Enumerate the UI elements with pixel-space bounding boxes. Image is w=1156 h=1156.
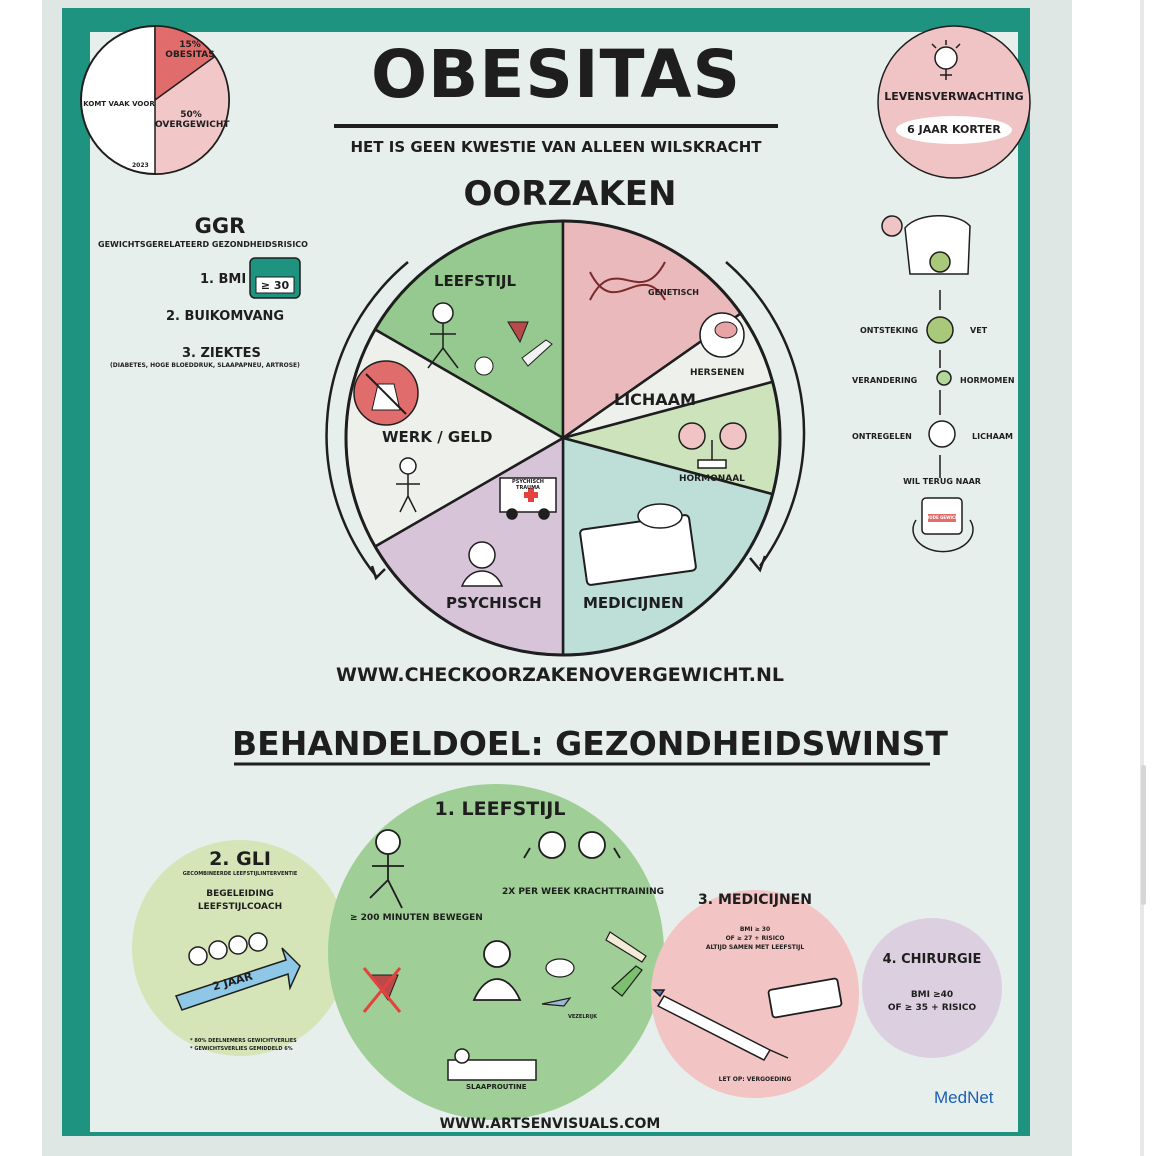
dna-icon xyxy=(589,261,666,301)
medicijnen-line1: BMI ≥ 30 xyxy=(739,926,771,933)
ggr-subtitle: GEWICHTSGERELATEERD GEZONDHEIDSRISICO xyxy=(98,240,308,249)
leefstijl-move: ≥ 200 MINUTEN BEWEGEN xyxy=(350,913,483,923)
hormone-scale-icon xyxy=(678,422,747,469)
gli-note1: * 80% DEELNEMERS GEWICHTVERLIES xyxy=(190,1038,297,1044)
chirurgie-title: 4. CHIRURGIE xyxy=(882,952,982,967)
prevalence-obesitas-label: 15% OBESITAS xyxy=(165,40,215,60)
cause-psychisch-label: PSYCHISCH xyxy=(446,594,542,612)
pill-strip-icon xyxy=(767,977,843,1019)
life-expectancy-value: 6 JAAR KORTER xyxy=(907,123,1001,136)
footer-website[interactable]: WWW.ARTSENVISUALS.COM xyxy=(439,1116,661,1132)
stressed-person-icon xyxy=(460,541,504,587)
cause-genetisch-label: GENETISCH xyxy=(648,288,699,297)
prevalence-overgewicht-label: 50% OVERGEWICHT xyxy=(155,110,230,130)
bmi-scale-icon xyxy=(249,257,301,299)
body-cycle-ontregelen: ONTREGELEN xyxy=(852,432,912,441)
gli-group-arrow-icon xyxy=(174,932,301,1011)
page-title: OBESITAS xyxy=(370,36,742,113)
medicijnen-line3: ALTIJD SAMEN MET LEEFSTIJL xyxy=(705,944,805,951)
leefstijl-strength: 2X PER WEEK KRACHTTRAINING xyxy=(502,887,665,897)
worker-person-icon xyxy=(396,457,420,513)
healthy-food-icons xyxy=(541,931,647,1007)
sleep-bed-icon xyxy=(447,1048,537,1081)
gli-coach-line2: LEEFSTIJLCOACH xyxy=(197,902,283,912)
ggr-item-ziektes: 3. ZIEKTES xyxy=(182,346,261,361)
ggr-item-buikomvang: 2. BUIKOMVANG xyxy=(166,309,285,324)
medicijnen-line2: OF ≥ 27 + RISICO xyxy=(725,935,785,942)
medicijnen-title: 3. MEDICIJNEN xyxy=(698,892,812,908)
life-expectancy-circle xyxy=(877,25,1031,179)
no-alcohol-icon xyxy=(362,967,402,1013)
scrollbar-thumb[interactable] xyxy=(1141,765,1146,905)
ggr-title: GGR xyxy=(194,214,246,238)
goal-title: BEHANDELDOEL: GEZONDHEIDSWINST xyxy=(232,724,948,763)
money-bag-icon xyxy=(353,360,419,426)
trauma-label: PSYCHISCH TRAUMA xyxy=(512,479,544,491)
page-edge xyxy=(1140,0,1144,1156)
runner-icon xyxy=(369,829,404,909)
dizzy-head-icon xyxy=(931,40,961,80)
chirurgie-line1: BMI ≥40 xyxy=(910,990,954,1000)
prevalence-label: KOMT VAAK VOOR xyxy=(83,100,155,108)
cause-leefstijl-label: LEEFSTIJL xyxy=(434,272,517,290)
causes-title: OORZAKEN xyxy=(463,174,677,214)
brain-icon xyxy=(699,312,745,358)
body-cycle-verandering: VERANDERING xyxy=(852,376,918,385)
chirurgie-line2: OF ≥ 35 + RISICO xyxy=(887,1003,977,1013)
ggr-bmi-value: ≥ 30 xyxy=(260,279,290,292)
cause-hersenen-label: HERSENEN xyxy=(690,368,745,378)
leefstijl-title: 1. LEEFSTIJL xyxy=(434,798,566,820)
gli-note2: * GEWICHTSVERLIES GEMIDDELD 6% xyxy=(190,1046,293,1052)
website-link[interactable]: WWW.CHECKOORZAKENOVERGEWICHT.NL xyxy=(336,664,784,686)
body-cycle-hormomen: HORMOMEN xyxy=(960,376,1015,385)
body-cycle-vet: VET xyxy=(970,326,988,335)
chirurgie-circle xyxy=(862,918,1002,1058)
ggr-item-ziektes-detail: (DIABETES, HOGE BLOEDDRUK, SLAAPAPNEU, A… xyxy=(110,362,300,369)
ambulance-icon xyxy=(499,477,557,520)
gli-coach-line1: BEGELEIDING xyxy=(206,889,274,899)
right-cycle-arrow xyxy=(725,261,806,567)
body-cycle-diagram xyxy=(881,215,974,553)
food-drink-icons xyxy=(474,321,553,376)
page-subtitle: HET IS GEEN KWESTIE VAN ALLEEN WILSKRACH… xyxy=(350,138,762,156)
medicijnen-note: LET OP: VERGOEDING xyxy=(718,1076,792,1083)
meditation-icon xyxy=(472,940,522,1001)
pills-blister-icon xyxy=(579,503,697,586)
left-cycle-arrow xyxy=(325,261,409,577)
injection-pen-icon xyxy=(652,989,789,1061)
leefstijl-food: VEZELRIJK xyxy=(568,1014,597,1020)
prevalence-obesitas-slice xyxy=(154,25,216,102)
cause-lichaam-label: LICHAAM xyxy=(614,390,696,409)
ggr-item-bmi: 1. BMI xyxy=(200,272,247,287)
cause-medicijnen-label: MEDICIJNEN xyxy=(583,594,684,612)
mednet-logo: MedNet xyxy=(934,1088,994,1107)
cause-werk-geld-label: WERK / GELD xyxy=(382,428,493,446)
body-cycle-lichaam: LICHAAM xyxy=(972,432,1013,441)
cause-hormonaal-label: HORMONAAL xyxy=(679,474,745,484)
life-expectancy-label: LEVENSVERWACHTING xyxy=(884,90,1024,103)
leefstijl-sleep: SLAAPROUTINE xyxy=(466,1083,527,1091)
body-cycle-ontsteking: ONTSTEKING xyxy=(860,326,919,335)
prevalence-pie xyxy=(80,25,230,175)
medicijnen-circle xyxy=(651,890,859,1098)
gli-title: 2. GLI xyxy=(209,848,271,870)
walking-person-icon xyxy=(427,302,459,369)
prevalence-year: 2023 xyxy=(132,162,149,169)
body-cycle-scale-label: OUDE GEWICHT xyxy=(926,515,962,520)
body-cycle-wil-terug: WIL TERUG NAAR xyxy=(903,477,981,486)
causes-wheel-outline xyxy=(344,219,782,657)
gli-subtitle: GECOMBINEERDE LEEFSTIJLINTERVENTIE xyxy=(182,871,298,877)
strength-people-icon xyxy=(523,831,621,859)
